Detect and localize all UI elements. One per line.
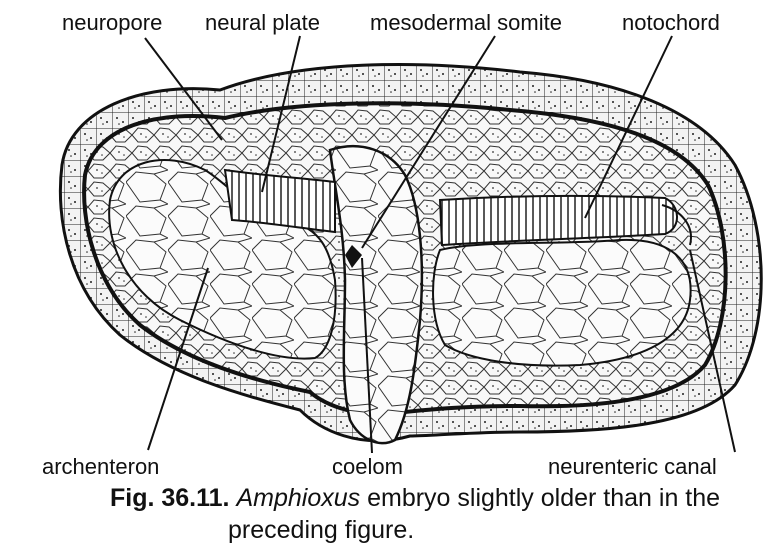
caption-text-1: embryo slightly older than in the (360, 484, 720, 512)
caption-line-2: preceding figure. (0, 514, 781, 546)
label-neuropore: neuropore (62, 10, 162, 35)
label-coelom: coelom (332, 454, 403, 479)
caption-text-2: preceding figure. (228, 516, 414, 544)
label-notochord: notochord (622, 10, 720, 35)
figure-caption: Fig. 36.11. Amphioxus embryo slightly ol… (0, 482, 781, 546)
label-mesodermal-somite: mesodermal somite (370, 10, 562, 35)
label-neurenteric-canal: neurenteric canal (548, 454, 717, 479)
right-cavity (433, 240, 691, 366)
label-neural-plate: neural plate (205, 10, 320, 35)
species-name: Amphioxus (236, 484, 360, 512)
label-archenteron: archenteron (42, 454, 159, 479)
caption-line-1: Fig. 36.11. Amphioxus embryo slightly ol… (0, 482, 781, 514)
figure-number: Fig. 36.11. (110, 484, 230, 512)
